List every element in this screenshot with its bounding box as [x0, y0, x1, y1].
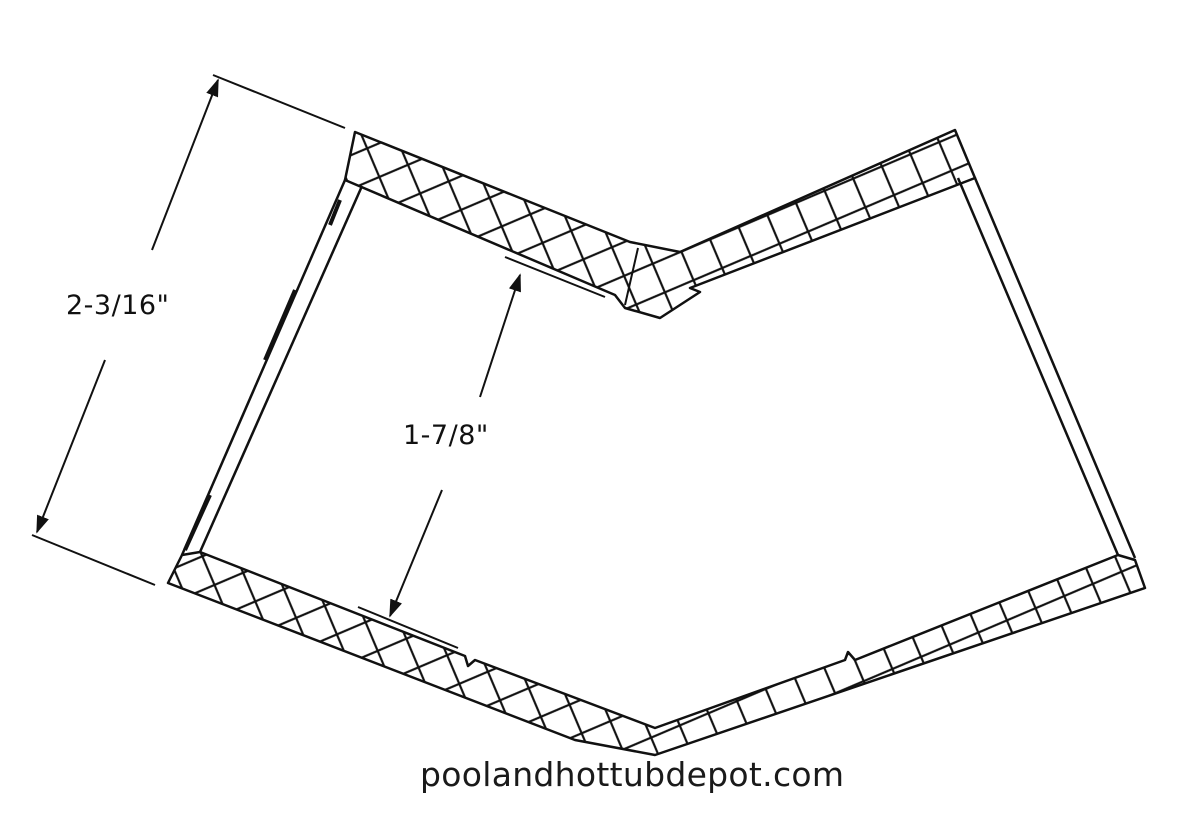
- outer-dimension: [31, 74, 346, 586]
- inner-dimension-label: 1-7/8": [403, 418, 489, 453]
- outer-dimension-label: 2-3/16": [66, 288, 170, 323]
- upper-wall: [343, 128, 977, 320]
- inner-dimension: [357, 256, 606, 649]
- right-socket-lines: [956, 177, 1137, 559]
- watermark-text: poolandhottubdepot.com: [420, 755, 845, 794]
- left-socket-lines: [180, 179, 364, 556]
- lower-wall: [166, 550, 1147, 757]
